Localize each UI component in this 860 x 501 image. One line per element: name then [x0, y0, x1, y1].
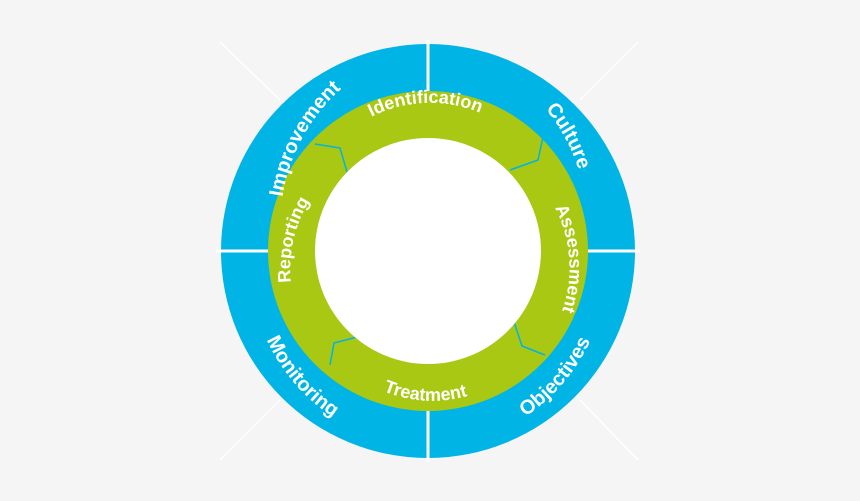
outer-divider-lines [219, 41, 639, 461]
chevron-top-left [314, 143, 348, 173]
inner-ring-dividers [314, 136, 546, 366]
center-circle [315, 138, 541, 364]
chevron-top-right [509, 136, 544, 171]
divider-line-top-left [219, 41, 281, 101]
divider-line-bottom-right [579, 399, 639, 461]
chevron-bottom-right [513, 321, 546, 356]
divider-line-bottom-left [219, 399, 281, 461]
chevron-bottom-left [329, 336, 358, 366]
divider-line-top-right [579, 41, 639, 101]
